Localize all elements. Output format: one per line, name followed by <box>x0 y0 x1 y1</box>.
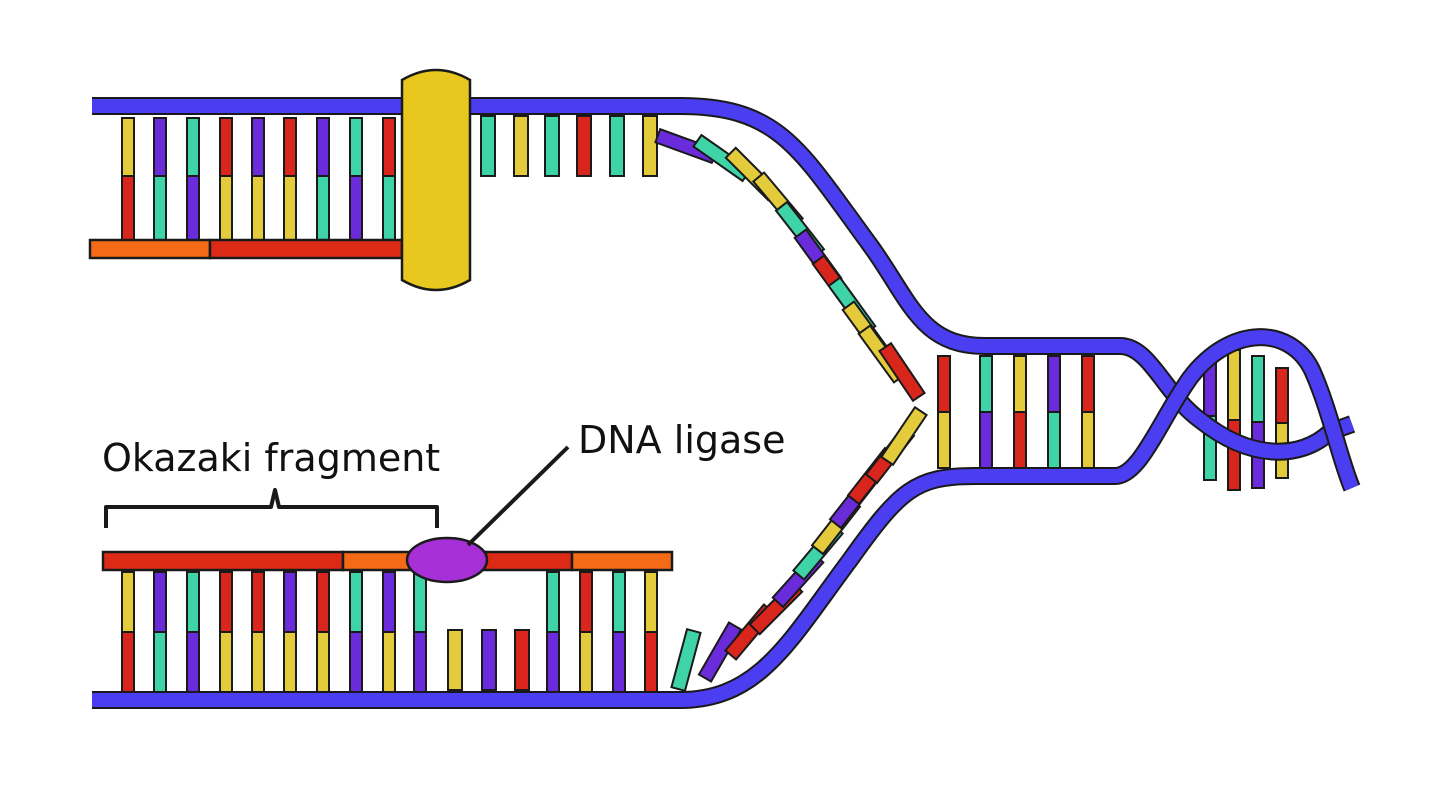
base-top-left-upper-5 <box>283 117 297 177</box>
base-top-left-lower-6 <box>316 175 330 241</box>
base-bottom-gap-2 <box>514 629 530 691</box>
base-pairs-layer <box>121 115 1289 693</box>
base-bottom-left-lower-3 <box>219 631 233 693</box>
base-top-unpaired-3 <box>544 115 560 177</box>
dna-ligase-enzyme <box>405 536 489 584</box>
leading-strand-primer <box>88 238 212 260</box>
dna-ligase-pointer <box>466 445 570 547</box>
base-top-left-lower-3 <box>219 175 233 241</box>
base-mid-upper-1 <box>979 355 993 413</box>
base-mid-lower-3 <box>1047 411 1061 469</box>
base-bottom-left-upper-2 <box>186 571 200 633</box>
okazaki-fragment-1 <box>101 550 345 572</box>
base-mid-lower-0 <box>937 411 951 469</box>
base-bottom-left-upper-1 <box>153 571 167 633</box>
base-bottom-left-lower-2 <box>186 631 200 693</box>
base-bottom-right-upper-3 <box>644 571 658 633</box>
base-bottom-curve-10 <box>880 405 928 467</box>
base-bottom-left-lower-9 <box>413 631 427 693</box>
base-bottom-right-upper-2 <box>612 571 626 633</box>
base-top-unpaired-4 <box>576 115 592 177</box>
base-top-left-upper-2 <box>186 117 200 177</box>
base-bottom-left-upper-4 <box>251 571 265 633</box>
base-top-unpaired-2 <box>513 115 529 177</box>
base-bottom-right-lower-2 <box>612 631 626 693</box>
base-top-left-upper-8 <box>382 117 396 177</box>
base-mid-lower-1 <box>979 411 993 469</box>
base-top-unpaired-6 <box>642 115 658 177</box>
base-top-left-lower-4 <box>251 175 265 241</box>
okazaki-fragment-bracket <box>104 488 439 528</box>
base-top-left-upper-3 <box>219 117 233 177</box>
base-bottom-left-lower-1 <box>153 631 167 693</box>
base-top-left-upper-0 <box>121 117 135 177</box>
base-helix-upper-1 <box>1227 349 1241 421</box>
base-top-left-upper-1 <box>153 117 167 177</box>
base-bottom-left-lower-7 <box>349 631 363 693</box>
base-top-left-upper-7 <box>349 117 363 177</box>
base-top-curve-10 <box>878 341 926 403</box>
base-top-left-upper-4 <box>251 117 265 177</box>
okazaki-fragment-2-primer <box>570 550 674 572</box>
base-mid-upper-4 <box>1081 355 1095 413</box>
base-bottom-right-lower-1 <box>579 631 593 693</box>
base-bottom-left-upper-3 <box>219 571 233 633</box>
base-mid-lower-2 <box>1013 411 1027 469</box>
base-top-left-lower-7 <box>349 175 363 241</box>
base-top-left-lower-8 <box>382 175 396 241</box>
base-top-left-lower-0 <box>121 175 135 241</box>
base-bottom-gap-1 <box>481 629 497 691</box>
base-bottom-right-upper-1 <box>579 571 593 633</box>
base-bottom-curve-0 <box>670 627 702 693</box>
okazaki-fragment-label: Okazaki fragment <box>102 436 441 480</box>
base-bottom-left-upper-0 <box>121 571 135 633</box>
base-top-unpaired-5 <box>609 115 625 177</box>
base-bottom-left-lower-5 <box>283 631 297 693</box>
annotations-layer <box>104 445 570 547</box>
base-top-unpaired-1 <box>480 115 496 177</box>
base-bottom-left-lower-4 <box>251 631 265 693</box>
base-bottom-left-lower-0 <box>121 631 135 693</box>
base-top-left-lower-5 <box>283 175 297 241</box>
base-helix-upper-2 <box>1251 355 1265 423</box>
base-bottom-left-lower-8 <box>382 631 396 693</box>
base-mid-upper-2 <box>1013 355 1027 413</box>
base-bottom-gap-0 <box>447 629 463 691</box>
base-mid-upper-3 <box>1047 355 1061 413</box>
base-bottom-left-upper-9 <box>413 571 427 633</box>
base-mid-lower-4 <box>1081 411 1095 469</box>
base-helix-upper-3 <box>1275 367 1289 424</box>
base-bottom-left-upper-5 <box>283 571 297 633</box>
base-top-left-lower-1 <box>153 175 167 241</box>
base-bottom-left-lower-6 <box>316 631 330 693</box>
dna-polymerase-clamp <box>400 68 472 292</box>
base-top-left-upper-6 <box>316 117 330 177</box>
base-bottom-right-lower-0 <box>546 631 560 693</box>
strands-layer <box>88 97 1361 709</box>
base-bottom-right-upper-0 <box>546 571 560 633</box>
proteins-layer <box>400 68 489 584</box>
base-top-left-lower-2 <box>186 175 200 241</box>
base-bottom-left-upper-6 <box>316 571 330 633</box>
bottom-template-strand <box>92 330 1359 707</box>
base-bottom-left-upper-7 <box>349 571 363 633</box>
base-bottom-left-upper-8 <box>382 571 396 633</box>
dna-ligase-label: DNA ligase <box>578 418 786 462</box>
base-mid-upper-0 <box>937 355 951 413</box>
base-bottom-right-lower-3 <box>644 631 658 693</box>
base-bottom-curve-1 <box>697 621 743 683</box>
top-template-strand <box>92 99 1355 459</box>
